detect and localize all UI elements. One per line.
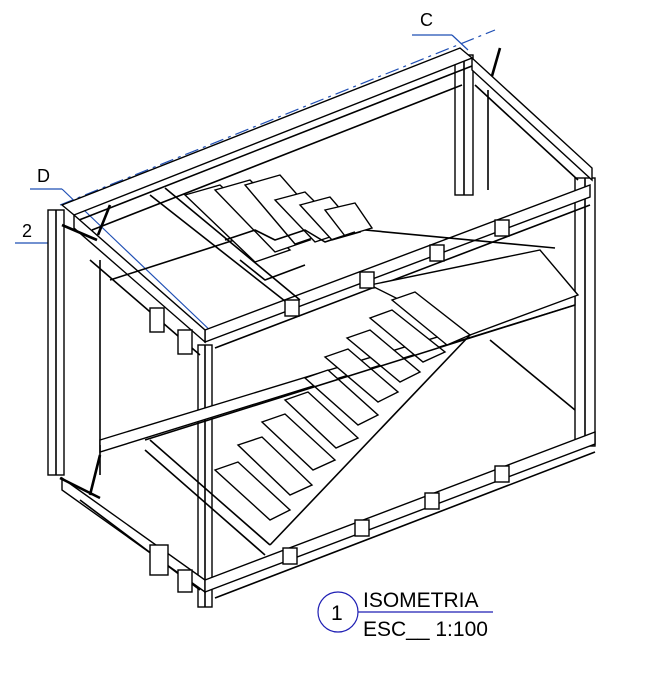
level-label-2: 2 xyxy=(22,221,32,241)
beam-clips xyxy=(149,219,510,593)
title-block: 1 ISOMETRIA ESC__ 1:100 xyxy=(317,589,493,641)
grid-label-d: D xyxy=(37,166,50,186)
drawing-title: ISOMETRIA xyxy=(363,589,479,612)
bottom-frame xyxy=(59,47,596,599)
lower-flight xyxy=(144,291,472,556)
grid-line-top xyxy=(59,29,496,206)
detail-number: 1 xyxy=(331,602,343,625)
columns xyxy=(47,54,596,608)
grid-label-c: C xyxy=(420,10,433,30)
upper-flight xyxy=(183,174,374,281)
top-frame xyxy=(60,47,593,356)
drawing-scale: ESC__ 1:100 xyxy=(363,618,488,641)
